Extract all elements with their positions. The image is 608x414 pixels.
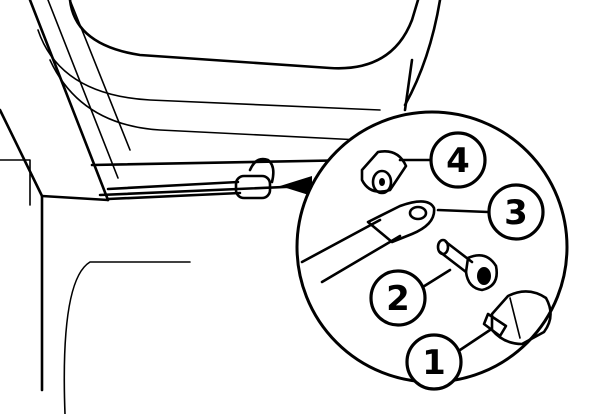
- leader-3: [436, 208, 490, 214]
- strut-eye-body: [366, 200, 436, 244]
- bushing-hole-center: [379, 178, 385, 186]
- part-3-strut-eye: [300, 200, 436, 284]
- vehicle-body: [0, 0, 442, 414]
- sill-line: [90, 158, 362, 167]
- clip-body: [490, 290, 552, 346]
- right-pillar-edge: [403, 0, 442, 107]
- callout-1-circle: [405, 333, 463, 391]
- callout-4-label: 4: [446, 141, 470, 181]
- pin-head: [464, 254, 498, 292]
- clip-tab: [482, 312, 508, 338]
- frame-line-middle: [49, 59, 361, 141]
- side-panel-inset: [0, 159, 31, 206]
- panel-joint: [40, 194, 110, 202]
- callout-1: 1: [405, 333, 463, 391]
- pin-tip: [436, 238, 450, 256]
- bushing-hole: [371, 169, 393, 195]
- callout-4-circle: [429, 131, 487, 189]
- pin-head-socket: [477, 267, 491, 285]
- lower-trim: [63, 261, 191, 414]
- bushing-body: [360, 150, 408, 193]
- clip-seam: [509, 297, 521, 339]
- pillar-outer-edge: [28, 0, 110, 202]
- callout-3-circle: [487, 183, 545, 241]
- callout-2-label: 2: [386, 279, 410, 319]
- pin-shank-bottom: [438, 250, 468, 274]
- part-4-bushing: [360, 150, 408, 195]
- callout-1-label: 1: [422, 343, 446, 383]
- strut-end-fitting: [234, 174, 272, 200]
- frame-line-upper: [37, 29, 381, 111]
- strut-shaft-bottom: [320, 234, 402, 284]
- part-2-pin: [436, 238, 498, 292]
- side-panel-edge: [0, 108, 44, 392]
- strut-rod-bottom: [106, 191, 242, 201]
- part-1-clip: [482, 290, 552, 346]
- callout-4: 4: [429, 131, 487, 189]
- callout-3: 3: [487, 183, 545, 241]
- detail-pointer-arrow: [280, 176, 312, 196]
- strut-mount-bracket: [248, 157, 275, 184]
- strut-shaft-top: [300, 218, 382, 264]
- right-pillar-hinge: [403, 58, 414, 112]
- callout-2: 2: [369, 269, 427, 327]
- strut-eye-hole: [408, 205, 428, 221]
- detail-view: [295, 110, 569, 384]
- pillar-inner-line: [47, 0, 119, 179]
- window-opening: [68, 0, 420, 70]
- leader-1: [458, 328, 492, 352]
- callout-3-label: 3: [504, 193, 528, 233]
- callout-2-circle: [369, 269, 427, 327]
- strut-rod-top: [106, 180, 240, 191]
